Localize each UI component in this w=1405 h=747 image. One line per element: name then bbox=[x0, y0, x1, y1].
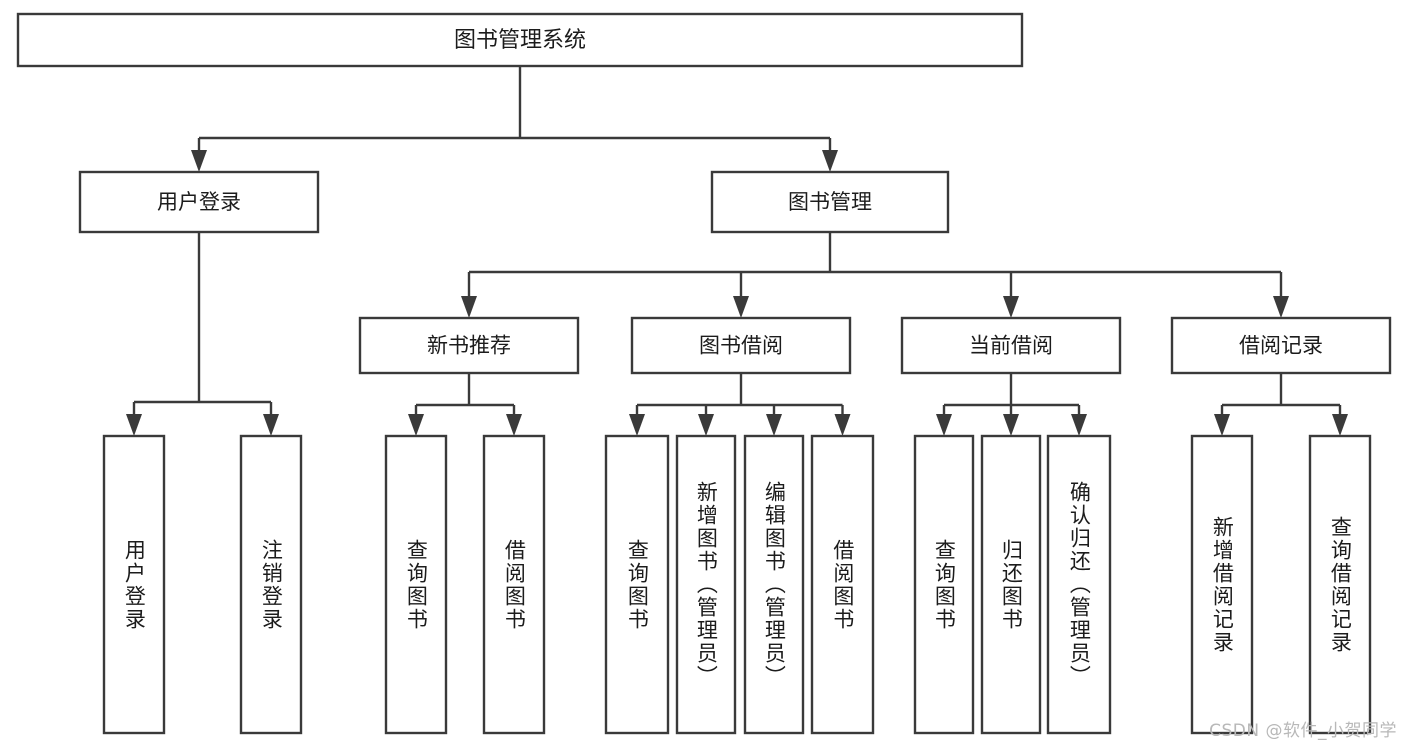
node-box-layer bbox=[16, 12, 1392, 735]
arrow-head-icon bbox=[1273, 296, 1289, 318]
node-box-leaf-return-book[interactable] bbox=[980, 434, 1042, 735]
arrow-head-icon bbox=[506, 414, 522, 436]
node-box-borrow-record[interactable] bbox=[1170, 316, 1392, 375]
node-box-book-manage[interactable] bbox=[710, 170, 950, 234]
node-box-leaf-confirm-return[interactable] bbox=[1046, 434, 1112, 735]
node-box-new-book-rec[interactable] bbox=[358, 316, 580, 375]
node-box-current-borrow[interactable] bbox=[900, 316, 1122, 375]
node-box-root[interactable] bbox=[16, 12, 1024, 68]
node-box-book-borrow[interactable] bbox=[630, 316, 852, 375]
node-box-leaf-query-book-current[interactable] bbox=[913, 434, 975, 735]
arrow-head-icon bbox=[1003, 414, 1019, 436]
connector-group bbox=[461, 232, 1289, 318]
node-box-leaf-add-record[interactable] bbox=[1190, 434, 1254, 735]
node-label-user-login: 用户登录 bbox=[157, 190, 241, 214]
arrow-head-icon bbox=[461, 296, 477, 318]
arrow-head-icon bbox=[263, 414, 279, 436]
arrow-head-icon bbox=[629, 414, 645, 436]
node-box-leaf-add-book[interactable] bbox=[675, 434, 737, 735]
connector-group bbox=[1214, 373, 1348, 436]
node-box-leaf-user-logout[interactable] bbox=[239, 434, 303, 735]
node-label-borrow-record: 借阅记录 bbox=[1239, 334, 1323, 358]
node-label-book-borrow: 图书借阅 bbox=[699, 334, 783, 358]
arrow-head-icon bbox=[834, 414, 851, 436]
node-box-leaf-borrow-book[interactable] bbox=[810, 434, 875, 735]
node-box-leaf-query-record[interactable] bbox=[1308, 434, 1372, 735]
csdn-watermark: CSDN @软件_小贺同学 bbox=[1209, 721, 1397, 741]
arrow-head-icon bbox=[766, 414, 782, 436]
node-box-leaf-query-book-rec[interactable] bbox=[384, 434, 448, 735]
node-label-current-borrow: 当前借阅 bbox=[969, 334, 1053, 358]
connector-group bbox=[126, 232, 279, 436]
node-label-new-book-rec: 新书推荐 bbox=[427, 334, 511, 358]
arrow-head-icon bbox=[698, 414, 714, 436]
arrow-head-icon bbox=[1003, 296, 1019, 318]
node-box-leaf-borrow-book-rec[interactable] bbox=[482, 434, 546, 735]
connector-layer bbox=[126, 66, 1348, 436]
arrow-head-icon bbox=[1071, 414, 1087, 436]
connector-group bbox=[629, 373, 851, 436]
node-box-leaf-query-book-borrow[interactable] bbox=[604, 434, 670, 735]
node-box-leaf-user-login[interactable] bbox=[102, 434, 166, 735]
arrow-head-icon bbox=[126, 414, 142, 436]
arrow-head-icon bbox=[191, 150, 207, 172]
arrow-head-icon bbox=[733, 296, 749, 318]
arrow-head-icon bbox=[822, 150, 838, 172]
arrow-head-icon bbox=[1214, 414, 1230, 436]
node-box-leaf-edit-book[interactable] bbox=[743, 434, 805, 735]
connector-group bbox=[408, 373, 522, 436]
connector-group bbox=[936, 373, 1087, 436]
arrow-head-icon bbox=[1332, 414, 1348, 436]
node-label-root: 图书管理系统 bbox=[454, 28, 586, 53]
arrow-head-icon bbox=[408, 414, 424, 436]
connector-group bbox=[191, 66, 838, 172]
node-label-book-manage: 图书管理 bbox=[788, 190, 872, 214]
arrow-head-icon bbox=[936, 414, 952, 436]
node-box-user-login[interactable] bbox=[78, 170, 320, 234]
